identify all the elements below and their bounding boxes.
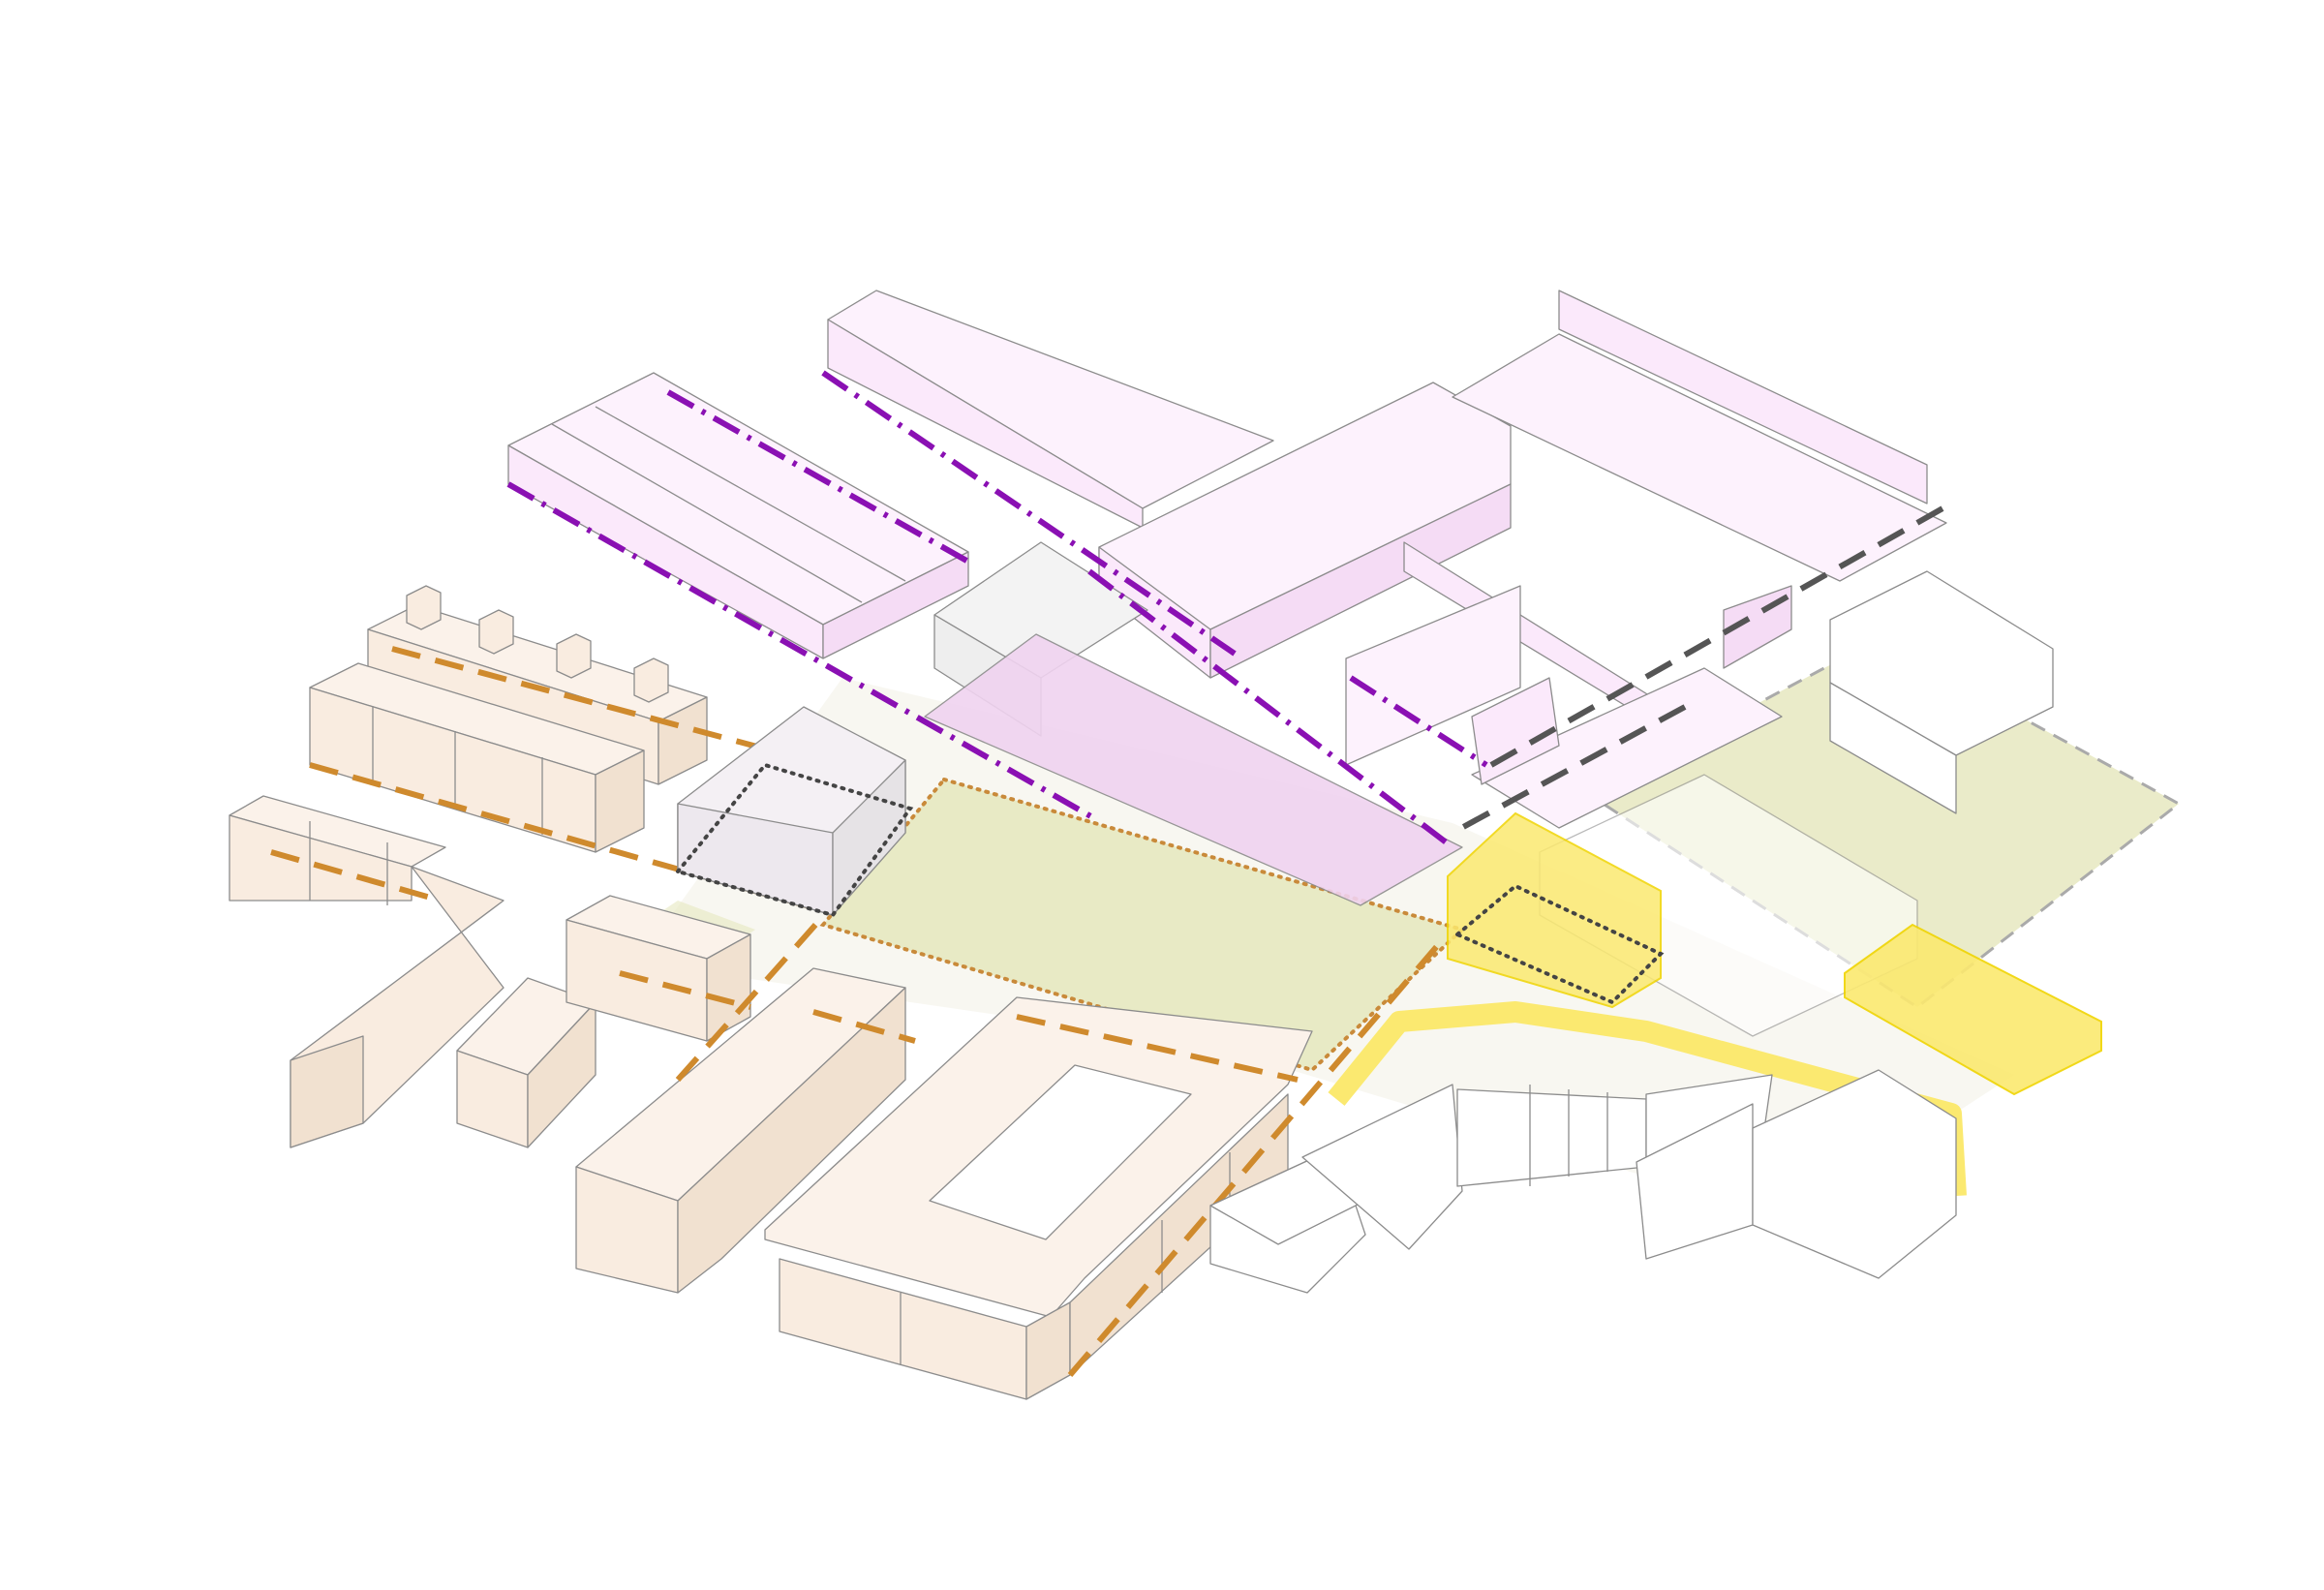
axis-shed-row-west-top <box>666 389 970 565</box>
axis-l-block <box>270 849 442 903</box>
yellow-building-center <box>1447 811 1662 1009</box>
axis-long-block <box>675 903 836 1082</box>
axis-courtyard-top <box>812 1009 916 1044</box>
axis-diagonal <box>1067 937 1446 1377</box>
outline-neutral-center <box>674 762 914 918</box>
residential-block-long <box>575 967 906 1294</box>
axis-mid-block <box>619 970 751 1010</box>
axis-shed-long <box>821 370 1237 657</box>
shed-row-west <box>507 372 969 659</box>
shed-long-north <box>827 290 1274 529</box>
neutral-building-center <box>677 706 906 916</box>
highlight-buildings <box>1447 811 2102 1096</box>
axis-shed-center <box>1087 568 1454 850</box>
axis-shed-east <box>1349 675 1488 768</box>
yellow-path <box>1328 1001 1967 1197</box>
shed-east <box>1345 290 1947 829</box>
residential-courtyard-block <box>764 996 1313 1400</box>
residential-block-small <box>456 977 596 1148</box>
yellow-building-east <box>1844 923 2102 1096</box>
yellow-route <box>1328 1001 1967 1197</box>
dotted-outlines <box>674 762 1665 1005</box>
axis-square-edge <box>1016 1014 1299 1083</box>
axis-shed-row-west <box>506 481 1096 821</box>
industrial-sheds <box>507 290 1947 829</box>
industrial-axes <box>506 370 1488 850</box>
residential-row-middle <box>309 662 645 853</box>
outline-yellow-center <box>1453 883 1665 1005</box>
neutral-building-magenta-mass <box>924 633 1463 906</box>
neutral-buildings-southeast <box>1209 1069 1957 1294</box>
central-square <box>823 780 1462 1070</box>
